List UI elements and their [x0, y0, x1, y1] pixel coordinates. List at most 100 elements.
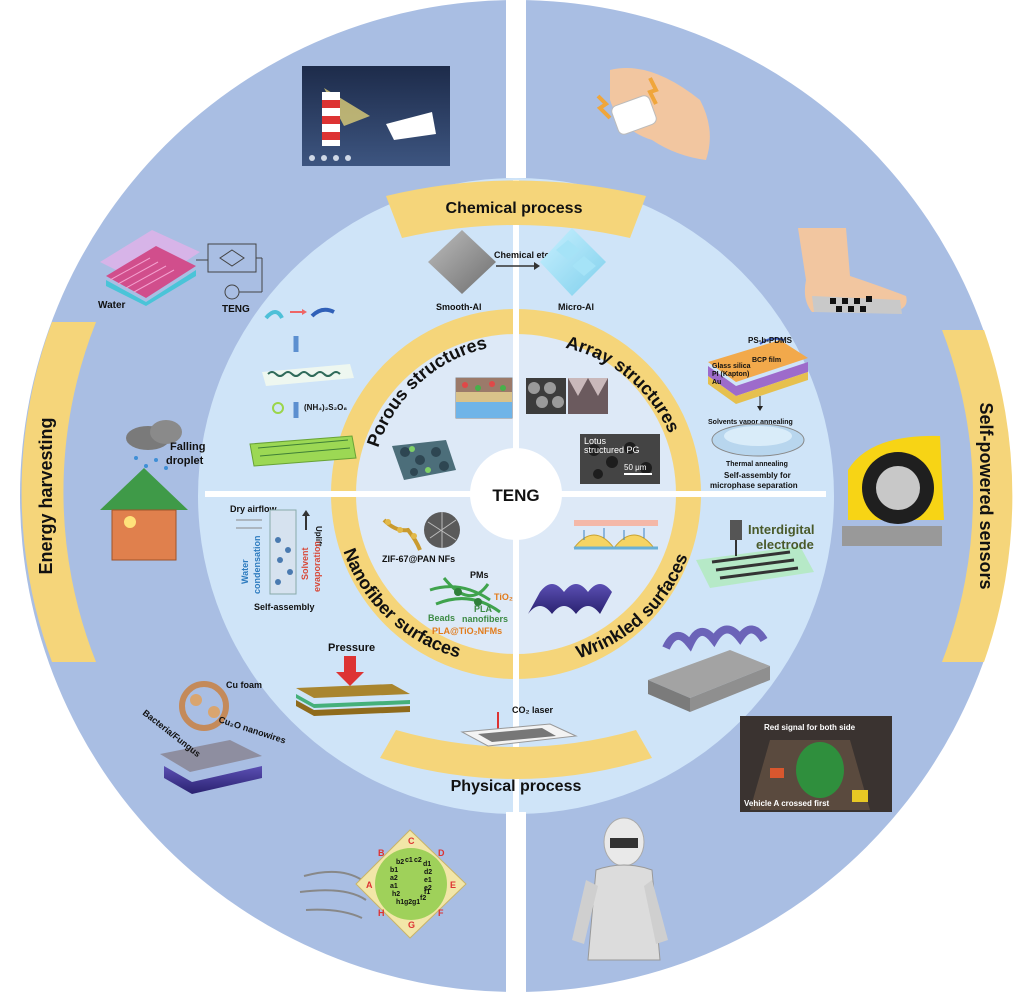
bottom-separator — [506, 812, 526, 992]
wind-code: c1 — [405, 857, 413, 864]
wind-letter-e: E — [450, 880, 456, 890]
water-condensation-1: Water — [240, 559, 250, 584]
dry-airflow-label: Dry airflow — [230, 504, 278, 514]
porous-foam-image — [392, 440, 456, 480]
physical-process-label: Physical process — [451, 778, 582, 795]
wind-sensor-image: A B C D E F G H b2 c1 c2 d1 b1 d2 a2 a1 … — [299, 829, 467, 939]
energy-harvesting-label: Energy harvesting — [36, 417, 56, 574]
beads-label: Beads — [428, 613, 455, 623]
micro-al-label: Micro-Al — [558, 302, 594, 312]
water-teng-circuit: Water TENG — [98, 230, 263, 315]
right-gold-band — [942, 330, 1013, 662]
red-signal-label: Red signal for both side — [764, 723, 856, 732]
robot-image — [572, 817, 668, 961]
self-assembly-label: Self-assembly — [254, 602, 315, 612]
water-condensation-2: condensation — [252, 535, 262, 594]
wind-letter-c: C — [408, 836, 415, 846]
self-assembly-microphase-2: microphase separation — [710, 481, 798, 490]
micro-al-image: Micro-Al — [540, 228, 606, 312]
wind-letters: A B C D E F G H — [366, 836, 456, 930]
etching-arrow: Chemical etching — [494, 250, 569, 270]
wind-letter-h: H — [378, 908, 385, 918]
smooth-al-label: Smooth-Al — [436, 302, 482, 312]
wind-code: a2 — [390, 875, 398, 882]
lotus-label-1: Lotus — [584, 436, 607, 446]
wrinkled-comb-3d — [648, 625, 770, 712]
wind-code: f1 — [424, 889, 430, 896]
scale-bar-label: 50 μm — [624, 463, 647, 472]
persulfate-process: (NH₄)₂S₂O₈ — [249, 307, 357, 467]
center-label: TENG — [492, 486, 539, 505]
chemical-process-band — [386, 180, 646, 238]
pla-nanofibers-image: PMs TiO₂ PLA Beads nanofibers PLA@TiO₂NF… — [428, 570, 513, 636]
wind-code: b2 — [396, 859, 404, 866]
pressure-diagram: Pressure — [296, 642, 410, 716]
array-sem-images — [526, 378, 608, 414]
bcp-self-assembly: PS-b-PDMS BCP film Glass silica PI (Kapt… — [708, 336, 808, 490]
cu-foam-label: Cu foam — [226, 680, 262, 690]
interdigital-label-1: Interdigital — [748, 522, 814, 537]
wind-code: d1 — [423, 861, 431, 868]
wind-code: d2 — [424, 869, 432, 876]
wind-code: e1 — [424, 877, 432, 884]
smooth-al-image: Smooth-Al — [428, 230, 496, 312]
self-powered-sensors-label: Self-powered sensors — [976, 402, 996, 589]
wrist-sensor-image — [596, 68, 710, 160]
thermal-annealing-label: Thermal annealing — [726, 461, 788, 468]
nanofibers-label: nanofibers — [462, 614, 508, 624]
vehicle-a-label: Vehicle A crossed first — [744, 799, 830, 808]
lighthouse-image — [302, 66, 450, 166]
tio2-label: TiO₂ — [494, 592, 513, 602]
wind-letter-b: B — [378, 848, 385, 858]
water-label: Water — [98, 300, 126, 311]
bcp-film-label: BCP film — [752, 357, 781, 364]
wind-code: g2 — [404, 899, 412, 906]
falling-droplet-2: droplet — [166, 455, 204, 467]
glass-silica-label: Glass silica — [712, 363, 751, 370]
wind-code: h1 — [396, 899, 404, 906]
teng-small-label: TENG — [222, 304, 250, 315]
co2-laser-diagram: CO₂ laser — [460, 705, 578, 747]
self-assembly-microphase-1: Self-assembly for — [724, 471, 791, 480]
car-tire-image — [842, 435, 944, 546]
porous-layer-image — [455, 377, 513, 419]
center-circle — [470, 448, 562, 540]
lotus-pg-image: Lotus structured PG 50 μm — [580, 434, 660, 484]
lotus-label-2: structured PG — [584, 445, 640, 455]
wind-letter-f: F — [438, 908, 444, 918]
wind-code: b1 — [390, 867, 398, 874]
pla-label: PLA — [474, 604, 493, 614]
interdigital-electrode: Interdigital electrode — [696, 520, 814, 588]
pla-tio2-label: PLA@TiO₂NFMs — [432, 626, 502, 636]
wind-letter-d: D — [438, 848, 445, 858]
foot-sensor-image — [798, 228, 907, 314]
wrinkle-3d-image — [528, 584, 612, 614]
top-separator — [506, 0, 526, 178]
wind-code: a1 — [390, 883, 398, 890]
physical-process-band — [380, 730, 652, 779]
zif-pan-label: ZIF-67@PAN NFs — [382, 554, 455, 564]
raindrop-house-image: Falling droplet — [100, 420, 205, 561]
left-gold-band — [21, 322, 96, 662]
au-label: Au — [712, 379, 721, 386]
uplift-label: Uplift — [314, 526, 323, 547]
wind-letter-a: A — [366, 880, 373, 890]
wind-code: f2 — [420, 895, 426, 902]
ps-b-pdms-label: PS-b-PDMS — [748, 336, 793, 345]
breath-figure-process: Dry airflow Uplift Water condensation So… — [230, 504, 323, 612]
pressure-label: Pressure — [328, 642, 375, 654]
wrinkle-diagram — [573, 520, 658, 550]
wind-code: e2 — [424, 885, 432, 892]
wind-letter-g: G — [408, 920, 415, 930]
traffic-image: Red signal for both side Vehicle A cross… — [740, 716, 892, 812]
chemical-etching-label: Chemical etching — [494, 250, 569, 260]
solvent-vapor-label: Solvents vapor annealing — [708, 419, 793, 426]
wind-code: g1 — [412, 899, 420, 906]
falling-droplet-1: Falling — [170, 441, 205, 453]
solvent-evaporation-2: evaporation — [312, 541, 322, 592]
co2-laser-label: CO₂ laser — [512, 705, 554, 715]
zif-pan-image: ZIF-67@PAN NFs — [382, 512, 460, 564]
pms-label: PMs — [470, 570, 489, 580]
interdigital-label-2: electrode — [756, 537, 814, 552]
